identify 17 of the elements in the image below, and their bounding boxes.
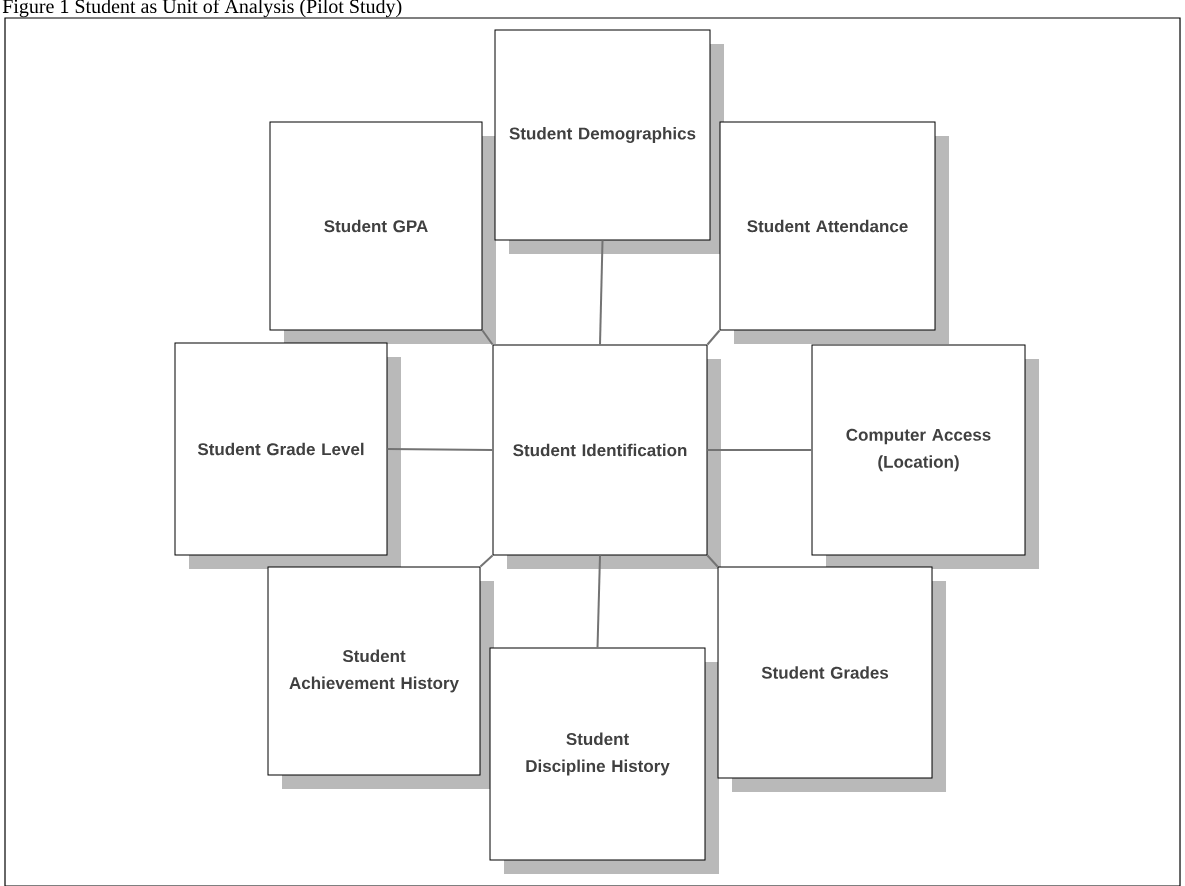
entity-box: Student Achievement History (267, 566, 481, 776)
entity-box: Student Attendance (719, 121, 936, 331)
connector-line (596, 554, 601, 649)
connector-line (481, 329, 494, 346)
connector-line (706, 554, 719, 568)
entity-box: Student Grades (717, 566, 933, 779)
entity-box: Student Demographics (494, 29, 711, 241)
connector-line (706, 329, 721, 346)
entity-box: Student Discipline History (489, 647, 706, 861)
connector-line (479, 554, 494, 568)
connector-line (599, 239, 604, 346)
entity-box: Student GPA (269, 121, 483, 331)
entity-box: Student Grade Level (174, 342, 388, 556)
entity-box: Student Identification (492, 344, 708, 556)
connector-line (706, 449, 813, 451)
entity-box: Computer Access (Location) (811, 344, 1026, 556)
connector-line (386, 448, 494, 451)
